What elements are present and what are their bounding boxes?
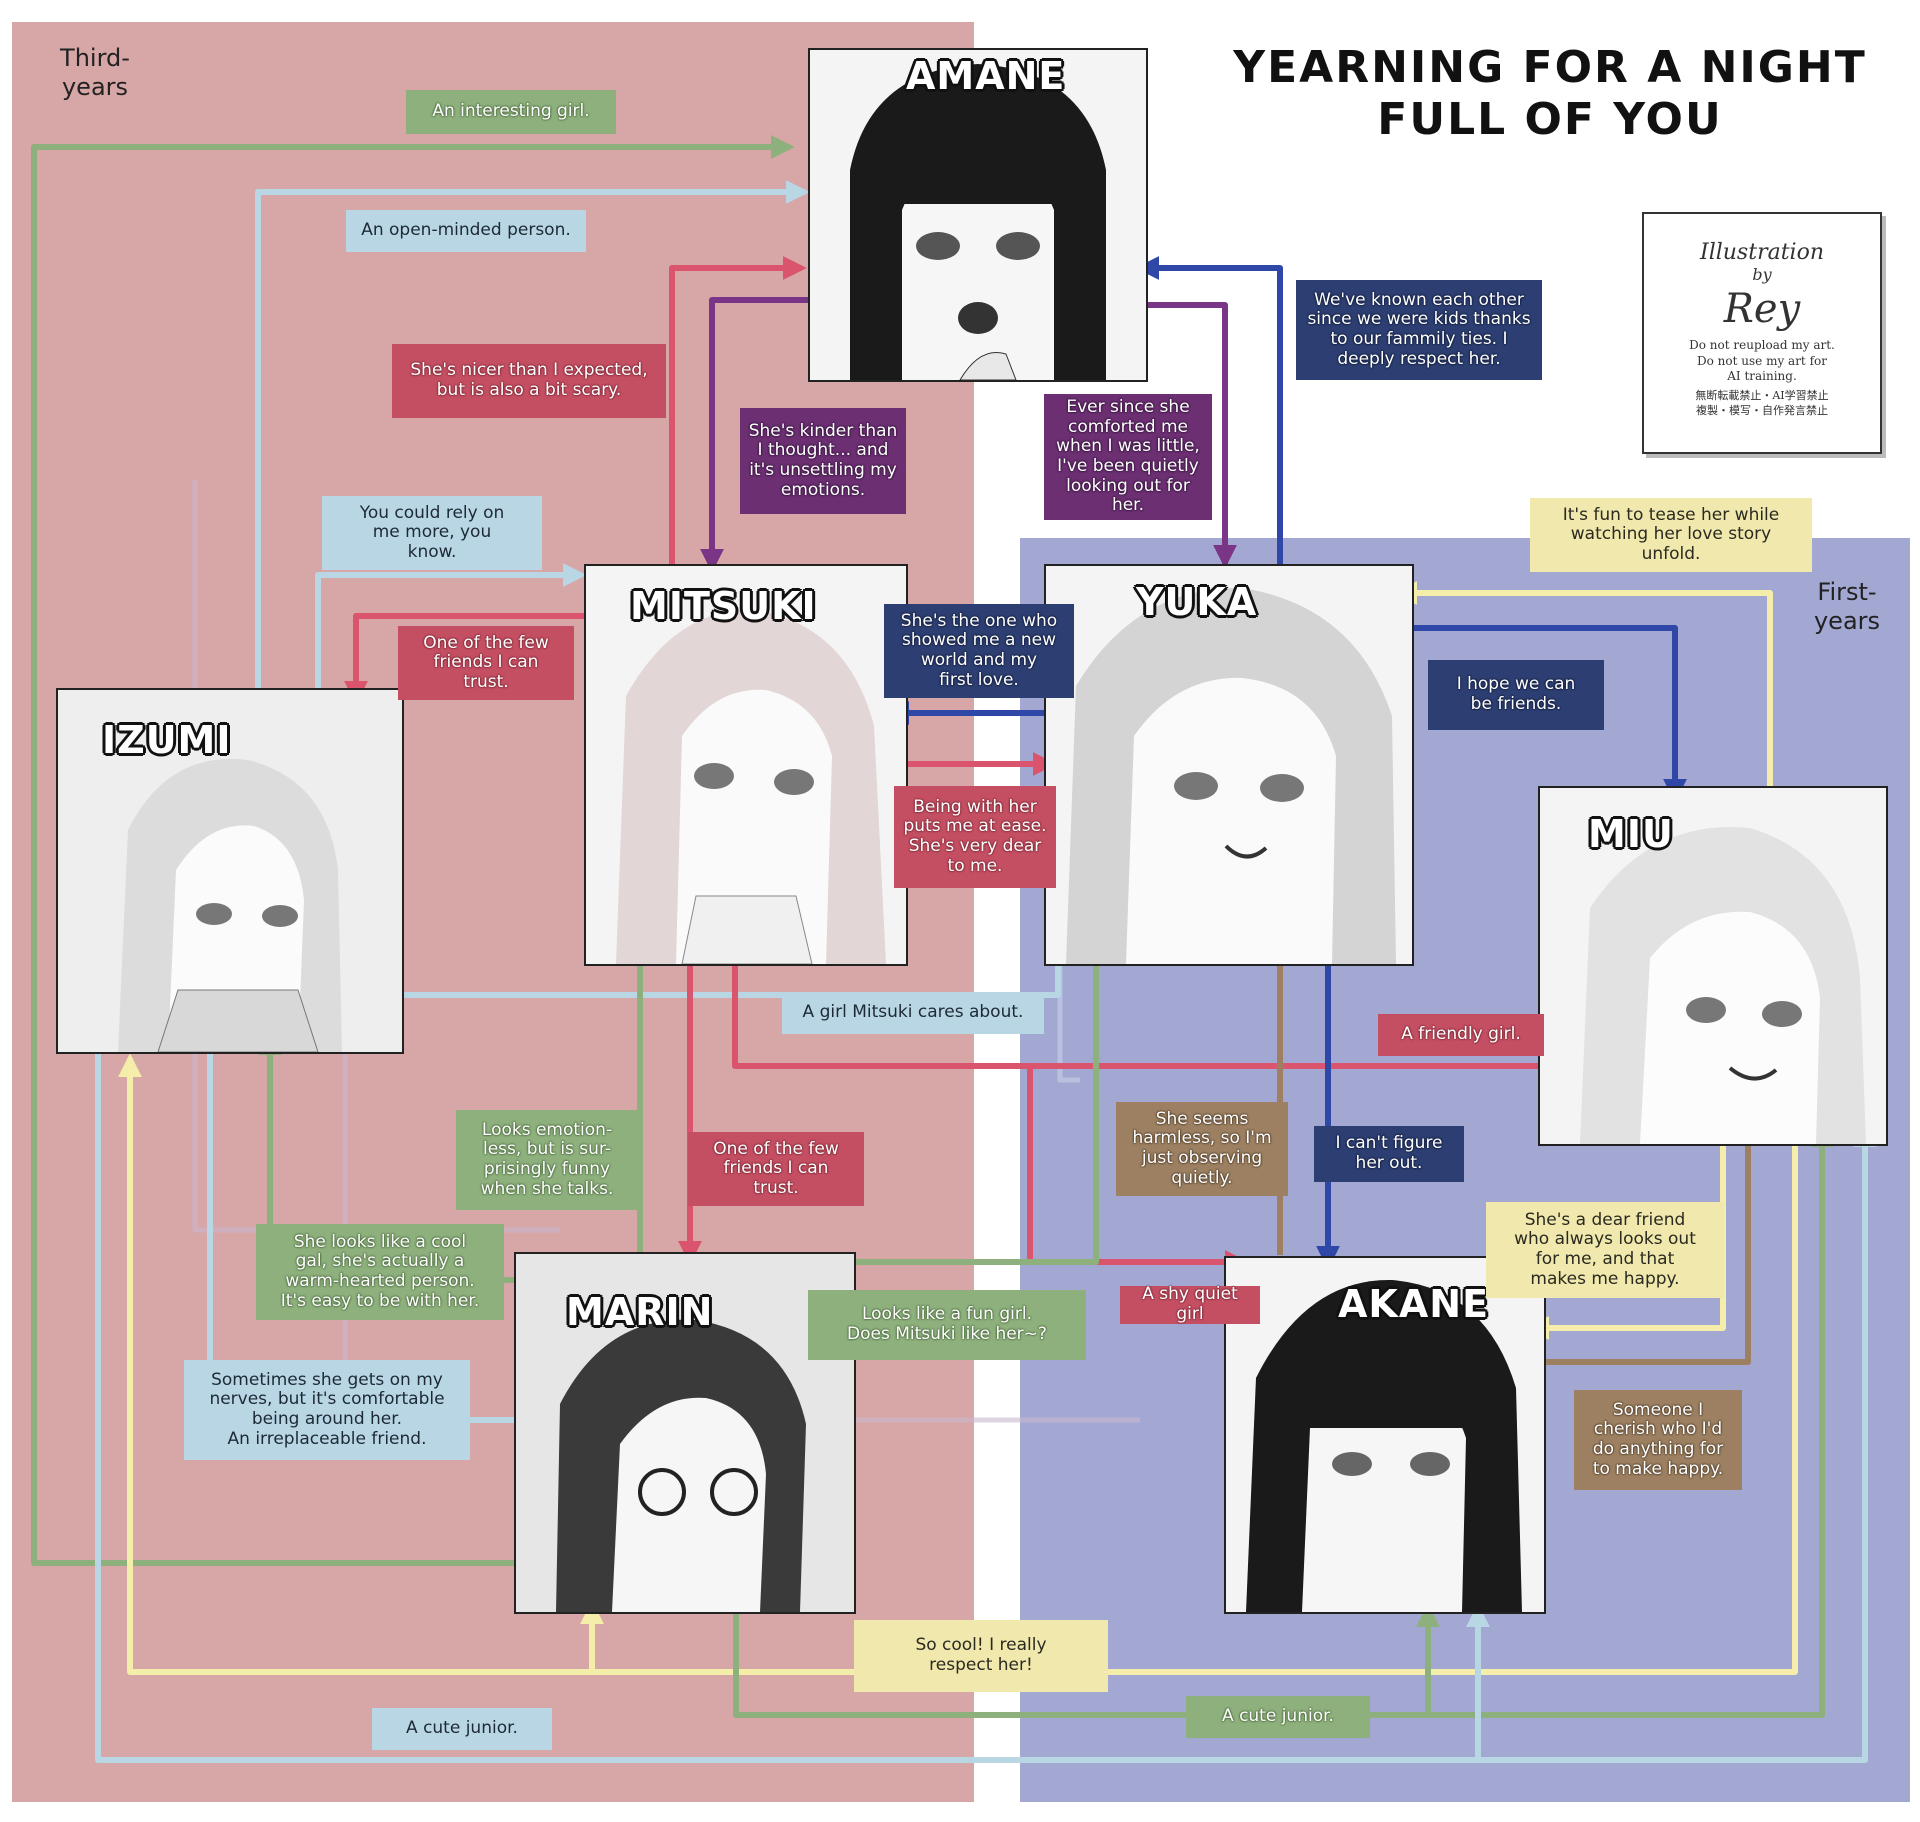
credit-notice-jp: 無断転載禁止・AI学習禁止 複製・模写・自作発言禁止 xyxy=(1695,388,1829,417)
label-friendly-girl: A friendly girl. xyxy=(1378,1014,1544,1056)
label-at-ease: Being with her puts me at ease. She's ve… xyxy=(894,786,1056,888)
label-dear-friend: She's a dear friend who always looks out… xyxy=(1486,1202,1724,1298)
label-mitsuki-cares: A girl Mitsuki cares about. xyxy=(782,992,1044,1034)
label-nicer-than-expected: She's nicer than I expected, but is also… xyxy=(392,344,666,418)
label-gets-on-nerves: Sometimes she gets on my nerves, but it'… xyxy=(184,1360,470,1460)
akane-illustration xyxy=(1246,1279,1522,1612)
label-shy-quiet: A shy quiet girl xyxy=(1120,1285,1260,1324)
name-yuka: YUKA xyxy=(1136,580,1258,624)
label-ever-since-comforted: Ever since she comforted me when I was l… xyxy=(1044,394,1212,520)
name-amane: AMANE xyxy=(906,54,1066,98)
label-seems-harmless: She seems harmless, so I'm just observin… xyxy=(1116,1102,1288,1196)
label-interesting-girl: An interesting girl. xyxy=(406,90,616,134)
izumi-illustration xyxy=(58,690,402,1052)
portrait-miu: MIU xyxy=(1538,786,1888,1146)
portrait-amane: AMANE xyxy=(808,48,1148,382)
portrait-izumi: IZUMI xyxy=(56,688,404,1054)
label-known-since-kids: We've known each other since we were kid… xyxy=(1296,280,1542,380)
portrait-mitsuki: MITSUKI xyxy=(584,564,908,966)
credit-line-2: by xyxy=(1752,265,1772,284)
mitsuki-illustration xyxy=(616,609,886,964)
name-miu: MIU xyxy=(1588,812,1674,856)
yuka-illustration xyxy=(1066,587,1396,964)
portrait-yuka: YUKA xyxy=(1044,564,1414,966)
credit-artist: Rey xyxy=(1723,286,1801,332)
label-kinder-than-thought: She's kinder than I thought... and it's … xyxy=(740,408,906,514)
label-rely-on-me: You could rely on me more, you know. xyxy=(322,496,542,570)
label-showed-new-world: She's the one who showed me a new world … xyxy=(884,604,1074,698)
third-years-label: Third- years xyxy=(60,44,130,101)
label-few-friends-marin: One of the few friends I can trust. xyxy=(688,1132,864,1206)
portrait-marin: MARIN xyxy=(514,1252,856,1614)
label-cute-junior-green: A cute junior. xyxy=(1186,1696,1370,1738)
name-mitsuki: MITSUKI xyxy=(630,584,817,628)
label-hope-friends: I hope we can be friends. xyxy=(1428,660,1604,730)
first-years-label: First- years xyxy=(1813,578,1881,635)
label-so-cool: So cool! I really respect her! xyxy=(854,1620,1108,1692)
illustration-credit: Illustration by Rey Do not reupload my a… xyxy=(1642,212,1882,454)
label-cute-junior-blue: A cute junior. xyxy=(372,1708,552,1750)
miu-illustration xyxy=(1580,827,1866,1144)
label-cant-figure: I can't figure her out. xyxy=(1314,1126,1464,1182)
label-cherish: Someone I cherish who I'd do anything fo… xyxy=(1574,1390,1742,1490)
label-emotionless-funny: Looks emotion- less, but is sur- prising… xyxy=(456,1110,638,1210)
amane-illustration xyxy=(850,64,1106,380)
marin-illustration xyxy=(516,1254,854,1612)
label-few-friends-izumi: One of the few friends I can trust. xyxy=(398,626,574,700)
credit-notice-en: Do not reupload my art. Do not use my ar… xyxy=(1689,338,1835,384)
portrait-akane: AKANE xyxy=(1224,1256,1546,1614)
name-marin: MARIN xyxy=(566,1290,714,1334)
name-akane: AKANE xyxy=(1338,1282,1490,1326)
label-fun-to-tease: It's fun to tease her while watching her… xyxy=(1530,498,1812,572)
label-fun-girl: Looks like a fun girl. Does Mitsuki like… xyxy=(808,1290,1086,1360)
label-open-minded: An open-minded person. xyxy=(346,210,586,252)
label-cool-gal: She looks like a cool gal, she's actuall… xyxy=(256,1224,504,1320)
credit-line-1: Illustration xyxy=(1700,240,1824,265)
chart-title: Yearning for a night full of you xyxy=(1233,42,1867,145)
name-izumi: IZUMI xyxy=(102,718,232,762)
